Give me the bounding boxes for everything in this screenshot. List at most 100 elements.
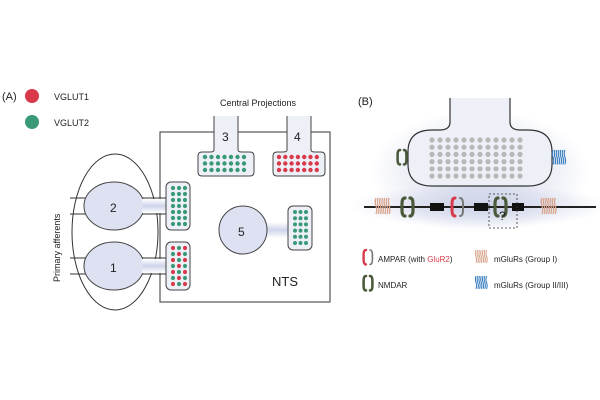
nmdar-subunit [362, 274, 368, 292]
vglut2-vesicle [228, 154, 234, 160]
vesicle [493, 166, 499, 172]
vglut2-vesicle [182, 203, 188, 209]
vglut2-vesicle [293, 222, 297, 227]
nmdar-subunit [501, 196, 508, 218]
vglut1-vesicle [176, 251, 182, 257]
nts-region [159, 131, 331, 303]
legend-vglut2-dot [25, 115, 39, 129]
vglut2-vesicle [202, 154, 208, 160]
vglut2-vesicle [298, 216, 303, 221]
vglut2-vesicle [304, 241, 308, 245]
vglut2-vesicle [170, 215, 176, 221]
vesicle [509, 159, 515, 165]
vesicle [453, 151, 459, 157]
vesicle [509, 151, 515, 157]
vglut1-vesicle [276, 154, 282, 160]
vglut2-vesicle [170, 275, 176, 281]
postsynaptic-density [512, 203, 524, 211]
vglut2-vesicle [241, 154, 247, 160]
ampar-subunit [459, 197, 464, 217]
mglur23-receptor [559, 149, 563, 165]
vglut2-vesicle [170, 185, 176, 191]
mglur1-icon-stroke [474, 249, 478, 263]
ampar-subunit [450, 196, 457, 218]
vesicle [485, 151, 491, 157]
vesicle [477, 144, 483, 150]
nmdar-subunit [493, 196, 500, 218]
projection-4-outline [272, 116, 326, 177]
vesicle [461, 159, 467, 165]
vesicle [453, 137, 459, 143]
vesicle [485, 166, 491, 172]
postsynaptic-density [474, 203, 488, 211]
vesicle [509, 166, 515, 172]
vglut2-vesicle [176, 203, 182, 209]
vesicle [477, 137, 483, 143]
projection-3-vesicles [202, 154, 247, 173]
vglut2-vesicle [182, 197, 188, 203]
mglur23-receptor [557, 149, 561, 165]
vglut2-vesicle [293, 241, 297, 245]
vglut2-vesicle [235, 167, 240, 173]
mglur1-receptor [547, 197, 550, 215]
vesicle [445, 137, 451, 143]
vesicle [477, 173, 483, 179]
vesicle [461, 151, 467, 157]
vglut2-vesicle [304, 222, 308, 227]
vglut1-vesicle [295, 167, 301, 173]
ampar-subunit [369, 249, 374, 266]
mglur23-key-label: mGluRs (Group II/III) [494, 281, 569, 290]
vesicle [501, 159, 507, 165]
vesicle [445, 144, 451, 150]
vglut2-vesicle [235, 154, 240, 160]
ampar-subunit [362, 248, 368, 266]
vglut2-vesicle [176, 209, 182, 215]
vglut2-vesicle [170, 263, 176, 269]
vesicle [485, 137, 491, 143]
mglur1-receptor [374, 197, 378, 215]
vglut1-vesicle [170, 257, 176, 263]
vesicle [501, 173, 507, 179]
vglut2-vesicle [176, 191, 182, 197]
vglut1-vesicle [182, 281, 188, 287]
mglur1-receptor [379, 197, 382, 215]
vesicle [517, 173, 523, 179]
unknown-receptor-box [488, 193, 518, 229]
vglut2-vesicle [241, 167, 247, 173]
vesicle [477, 166, 483, 172]
mglur1-receptor [553, 197, 557, 215]
vglut1-vesicle [182, 257, 188, 263]
vesicle [429, 151, 435, 157]
vglut2-vesicle [304, 228, 308, 233]
central-projection-3: 3 [197, 116, 255, 177]
vesicle [477, 151, 483, 157]
vglut1-vesicle [295, 161, 301, 166]
vglut2-vesicle [304, 210, 308, 214]
vglut1-vesicle [289, 154, 294, 160]
vglut2-vesicle [298, 222, 303, 227]
vesicle [469, 159, 475, 165]
vglut1-vesicle [283, 161, 288, 166]
vglut2-vesicle [293, 228, 297, 233]
nmdar-subunit [408, 196, 415, 218]
vglut1-vesicle [308, 167, 313, 173]
vglut2-vesicle [170, 197, 176, 203]
vglut1-vesicle [170, 281, 176, 287]
afferent-ganglion-outline [71, 153, 159, 311]
vglut1-vesicle [182, 269, 188, 275]
vglut2-vesicle [182, 209, 188, 215]
vglut2-vesicle [176, 245, 182, 251]
vglut2-vesicle [176, 197, 182, 203]
vesicle [469, 151, 475, 157]
vglut2-vesicle [176, 221, 182, 227]
vglut2-vesicle [304, 216, 308, 221]
legend-vglut2-label: VGLUT2 [54, 118, 89, 128]
vesicle [429, 173, 435, 179]
receptor-key: AMPAR (with GluR2) NMDAR mGluRs (Group I… [362, 248, 569, 292]
vglut1-vesicle [302, 154, 307, 160]
primary-afferents-label: Primary afferents [52, 213, 62, 282]
nts-label: NTS [272, 274, 298, 289]
terminal-5: 5 [218, 205, 313, 255]
vglut1-vesicle [289, 161, 294, 166]
